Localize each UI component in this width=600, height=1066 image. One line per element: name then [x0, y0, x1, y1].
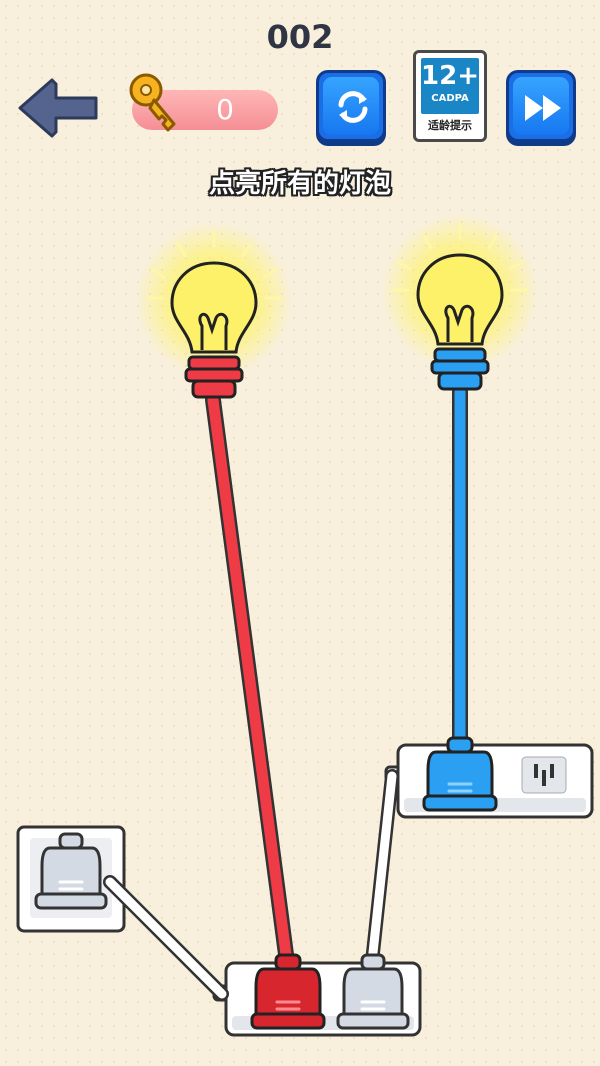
plug-blue[interactable] [422, 736, 498, 812]
bulb-red [136, 222, 292, 399]
hint-text: 点亮所有的灯泡 [208, 169, 391, 199]
cable-white-left [103, 875, 229, 1001]
back-button[interactable] [12, 72, 102, 142]
key-count: 0 [216, 93, 234, 126]
age-rating-number: 12+ [421, 61, 479, 91]
age-rating-org: CADPA [431, 93, 469, 104]
fast-forward-icon [525, 95, 561, 121]
age-rating-badge[interactable]: 12+ CADPA 适龄提示 [413, 50, 487, 142]
key-icon [126, 70, 186, 134]
plug-white-top[interactable] [336, 953, 410, 1030]
arrow-left-icon [18, 78, 98, 138]
cable-red [205, 392, 295, 970]
cable-white-top [365, 769, 399, 969]
plug-white-left[interactable] [34, 832, 108, 910]
refresh-icon [338, 91, 368, 123]
level-number: 002 [266, 18, 334, 56]
skip-level-button[interactable] [506, 70, 576, 142]
age-rating-label: 适龄提示 [428, 119, 472, 132]
bulb-blue [382, 214, 538, 391]
plug-red[interactable] [250, 953, 326, 1030]
restart-button[interactable] [316, 70, 386, 142]
